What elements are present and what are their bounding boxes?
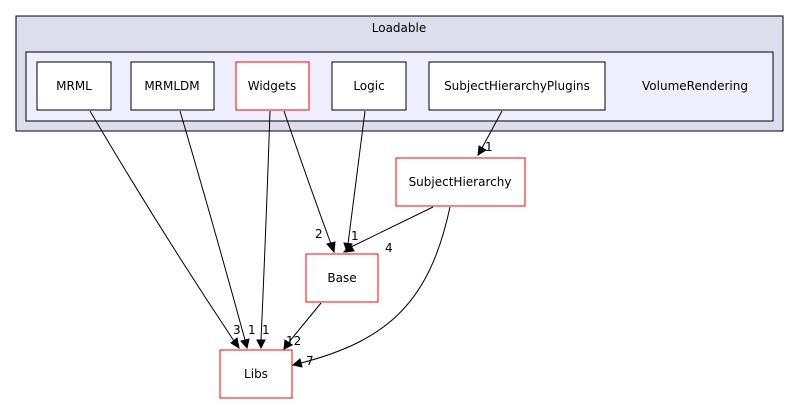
node-mrmldm[interactable]: MRMLDM: [130, 61, 215, 111]
node-mrml-label[interactable]: MRML: [56, 79, 92, 93]
node-widgets-label[interactable]: Widgets: [248, 79, 297, 93]
edge-shplugins-to-subjecthierarchy-line[interactable]: [481, 110, 503, 149]
edge-subjecthierarchy-to-base[interactable]: 4: [342, 206, 434, 255]
edge-subjecthierarchy-to-libs[interactable]: 7: [291, 206, 451, 368]
node-base-label[interactable]: Base: [327, 271, 356, 285]
edge-logic-to-base-line[interactable]: [347, 110, 366, 245]
node-logic-box[interactable]: [331, 61, 407, 111]
node-mrmldm-box[interactable]: [130, 61, 215, 111]
node-libs[interactable]: Libs: [219, 349, 293, 399]
node-base[interactable]: Base: [305, 253, 379, 303]
edge-mrmldm-to-libs-line[interactable]: [179, 110, 246, 341]
node-subjecthierarchy-label[interactable]: SubjectHierarchy: [409, 175, 512, 189]
node-mrml[interactable]: MRML: [36, 61, 112, 111]
node-mrmldm-label[interactable]: MRMLDM: [144, 79, 199, 93]
edge-subjecthierarchy-to-libs-count: 7: [306, 354, 314, 368]
edge-mrml-to-libs-count: 3: [233, 323, 241, 337]
node-mrml-box[interactable]: [36, 61, 112, 111]
edge-base-to-libs[interactable]: 12: [283, 302, 322, 350]
arrowhead-icon: [291, 358, 303, 368]
node-widgets-box[interactable]: [235, 61, 310, 111]
node-logic[interactable]: Logic: [331, 61, 407, 111]
node-subjecthierarchyplugins-box[interactable]: [428, 61, 606, 111]
arrowhead-icon: [283, 339, 293, 350]
edge-base-to-libs-count: 12: [286, 334, 301, 348]
node-base-box[interactable]: [305, 253, 379, 303]
cluster-loadable-label: Loadable: [372, 21, 426, 35]
edge-logic-to-base-count: 1: [351, 229, 359, 243]
node-subjecthierarchyplugins[interactable]: SubjectHierarchyPlugins: [428, 61, 606, 111]
node-widgets[interactable]: Widgets: [235, 61, 310, 111]
arrowhead-icon: [230, 337, 240, 350]
cluster-volumerendering-label[interactable]: VolumeRendering: [642, 79, 748, 93]
edge-mrmldm-to-libs[interactable]: 1: [179, 110, 256, 350]
edge-widgets-to-base-count: 2: [315, 227, 323, 241]
edge-subjecthierarchy-to-base-count: 4: [385, 241, 393, 255]
edge-widgets-to-base-line[interactable]: [283, 110, 332, 245]
arrowhead-icon: [240, 338, 250, 350]
arrowhead-icon: [326, 241, 336, 254]
edge-widgets-to-libs[interactable]: 1: [256, 110, 271, 350]
edge-mrml-to-libs[interactable]: 3: [89, 110, 241, 350]
edge-mrmldm-to-libs-count: 1: [248, 323, 256, 337]
node-subjecthierarchy-box[interactable]: [395, 157, 526, 207]
edge-subjecthierarchy-to-libs-line[interactable]: [300, 206, 451, 364]
node-libs-box[interactable]: [219, 349, 293, 399]
node-logic-label[interactable]: Logic: [353, 79, 384, 93]
edge-widgets-to-libs-count: 1: [262, 323, 270, 337]
edge-widgets-to-libs-line[interactable]: [260, 110, 271, 341]
edge-shplugins-to-subjecthierarchy[interactable]: 1: [477, 110, 503, 156]
node-subjecthierarchy[interactable]: SubjectHierarchy: [395, 157, 526, 207]
node-subjecthierarchyplugins-label[interactable]: SubjectHierarchyPlugins: [444, 79, 590, 93]
edge-subjecthierarchy-to-base-line[interactable]: [350, 206, 434, 248]
edge-shplugins-to-subjecthierarchy-count: 1: [485, 140, 493, 154]
arrowhead-icon: [477, 145, 487, 156]
edge-mrml-to-libs-line[interactable]: [89, 110, 235, 342]
arrowhead-icon: [256, 339, 266, 350]
edge-logic-to-base[interactable]: 1: [343, 110, 366, 254]
edge-widgets-to-base[interactable]: 2: [283, 110, 336, 254]
node-libs-label[interactable]: Libs: [244, 367, 268, 381]
edge-base-to-libs-line[interactable]: [288, 302, 322, 343]
arrowhead-icon: [342, 243, 355, 253]
